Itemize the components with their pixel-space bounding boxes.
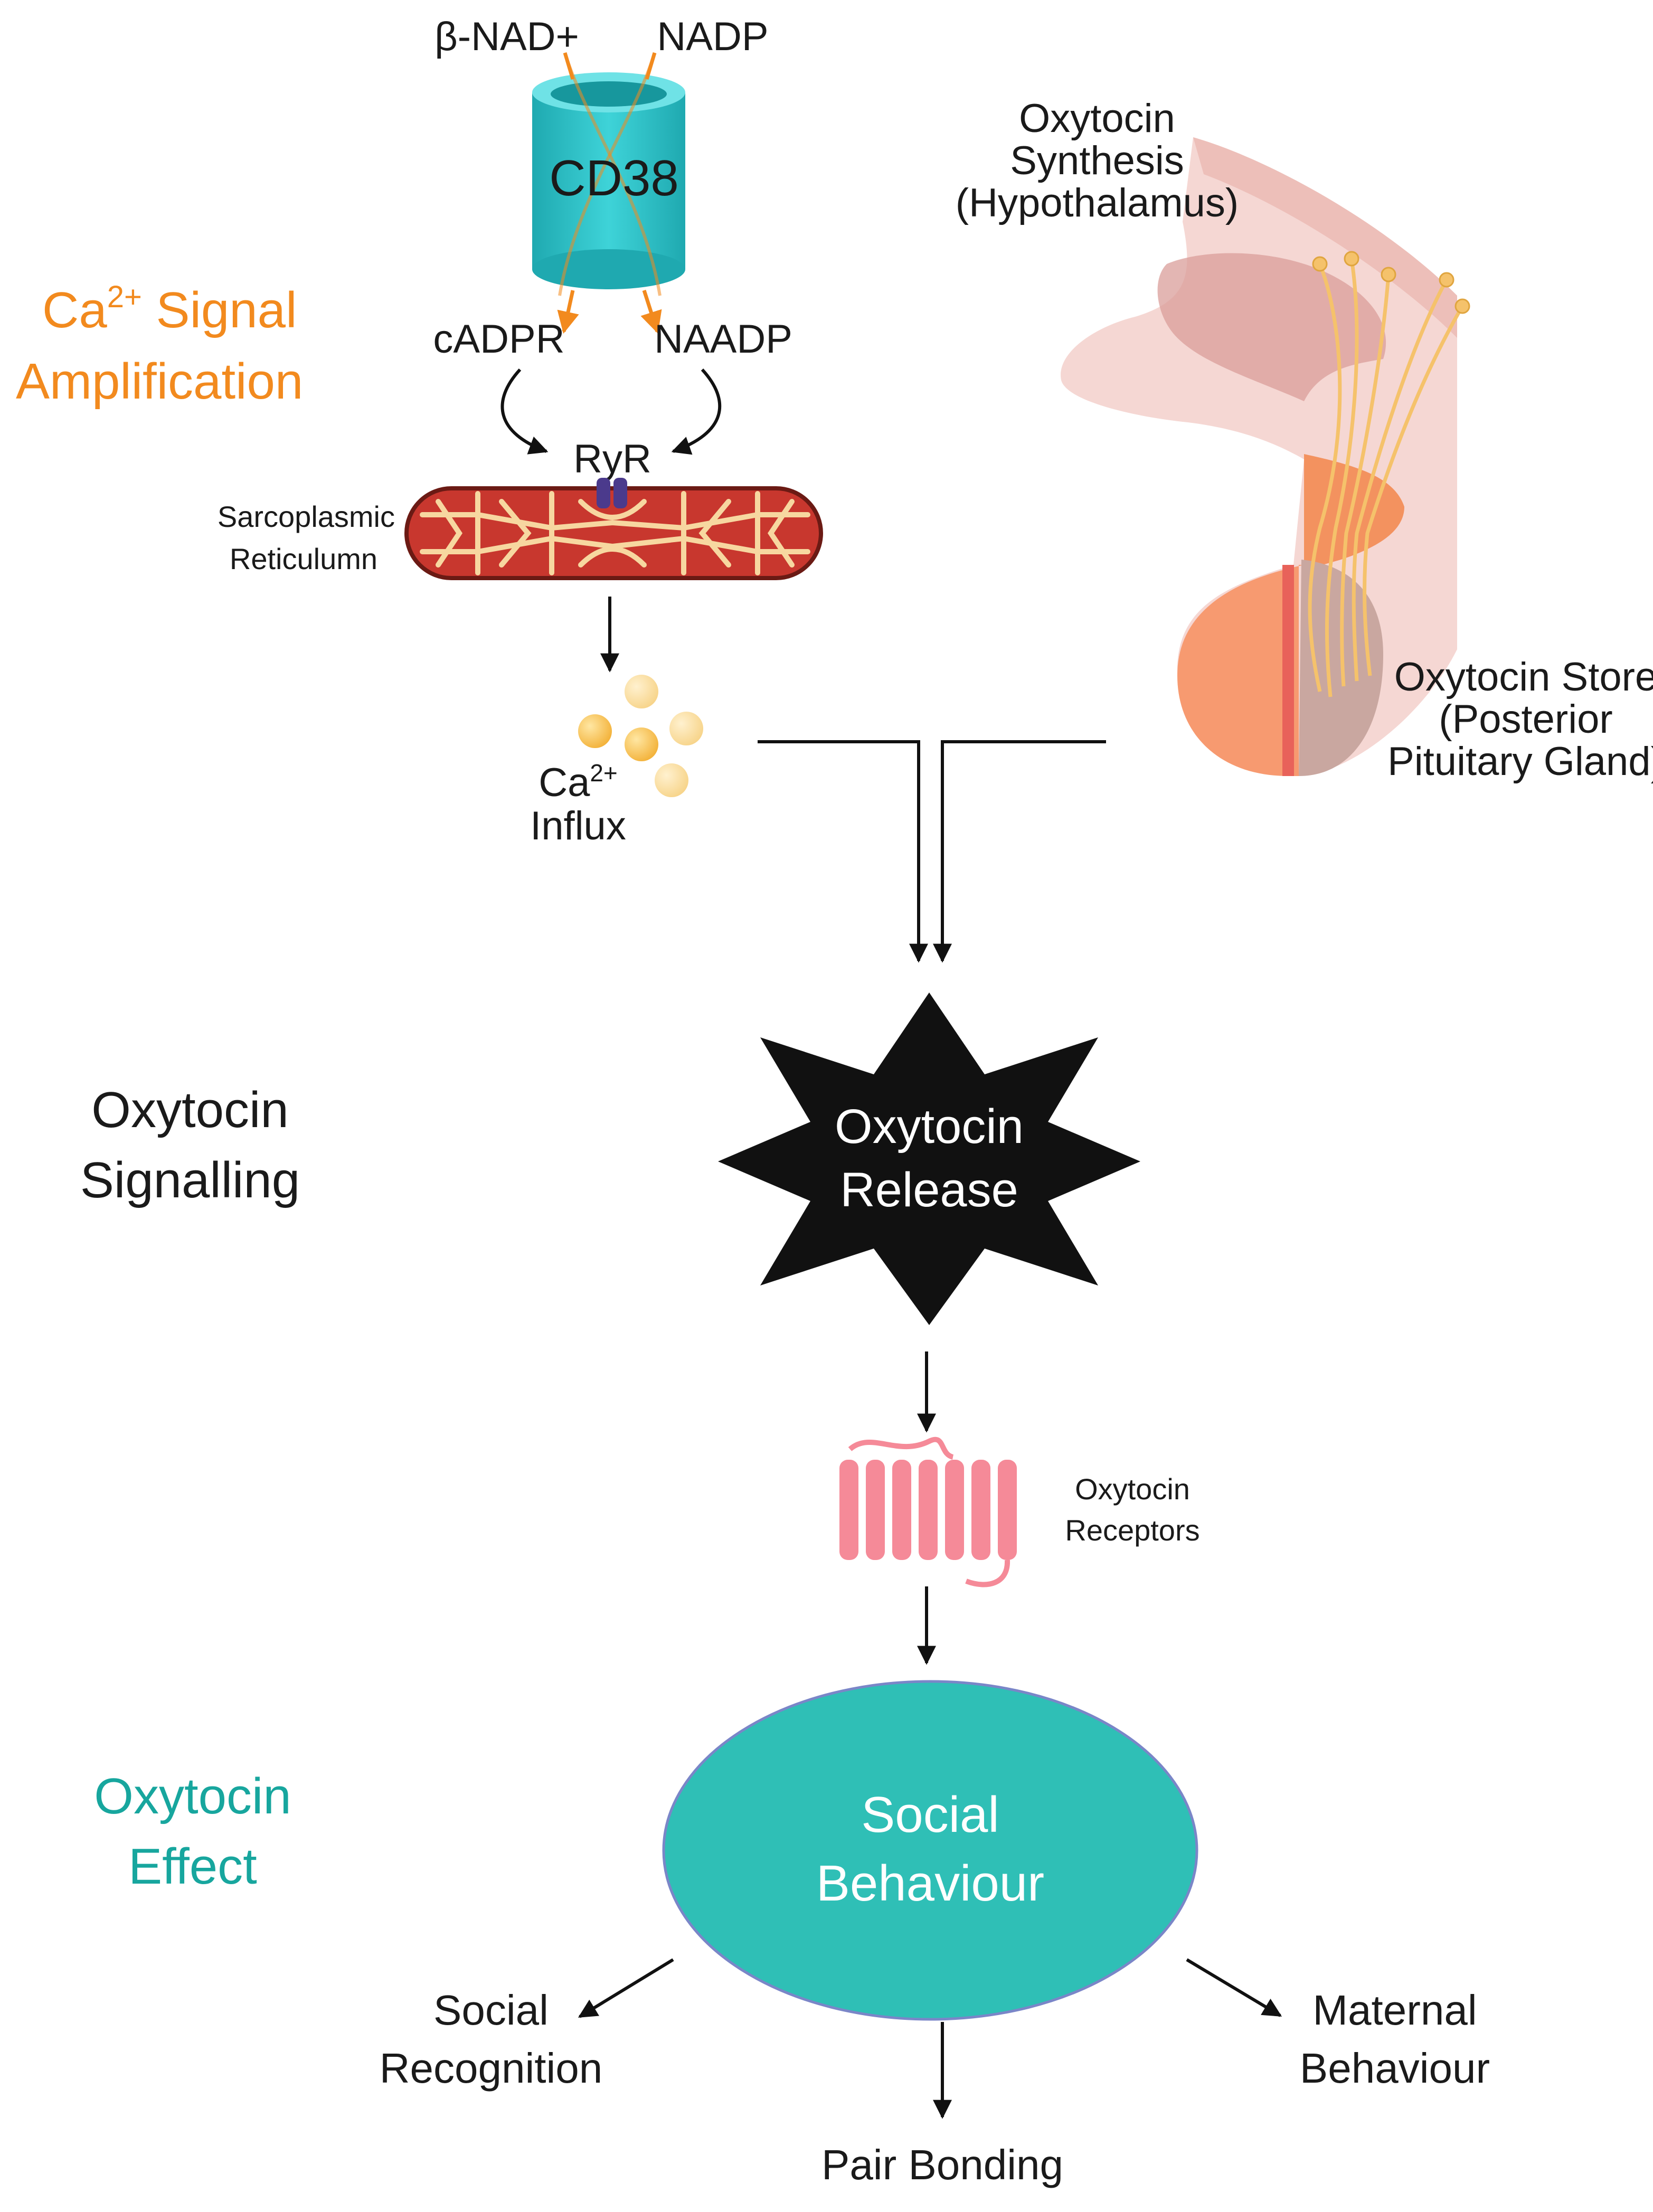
release-line1: Oxytocin <box>835 1100 1024 1154</box>
behaviour-ellipse <box>662 1680 1198 2021</box>
output-arrow-right <box>640 289 662 334</box>
arrow-to-social-recognition <box>578 1958 674 2018</box>
hypothalamus-pituitary-icon <box>1061 137 1470 776</box>
neuron-cell-bodies <box>1312 251 1470 314</box>
receptors-line1: Oxytocin <box>1075 1472 1190 1506</box>
outcome-maternal-behaviour: Maternal Behaviour <box>1300 1987 1490 2092</box>
behaviour-line2: Behaviour <box>816 1855 1044 1912</box>
arrow-to-maternal-behaviour <box>1186 1958 1282 2017</box>
social-behaviour-node: Social Behaviour <box>662 1680 1198 2021</box>
synthesis-line3: (Hypothalamus) <box>956 181 1239 225</box>
calcium-influx-group: Ca2+ Influx <box>530 675 703 848</box>
calcium-to-release-arrow <box>758 740 928 963</box>
synthesis-line1: Oxytocin <box>1019 96 1175 141</box>
anterior-pituitary <box>1177 565 1304 776</box>
synthesis-label: Oxytocin Synthesis (Hypothalamus) <box>956 96 1239 225</box>
naadp-to-ryr-arrow <box>671 368 722 455</box>
oxytocin-release-node: Oxytocin Release <box>718 992 1140 1325</box>
converging-arrows <box>758 740 1106 963</box>
sr-label-line1: Sarcoplasmic <box>218 500 395 533</box>
calcium-label-line1: Ca2+ <box>539 759 618 805</box>
receptors-label: Oxytocin Receptors <box>1065 1472 1199 1547</box>
social-recognition-line2: Recognition <box>380 2045 603 2092</box>
nadp-label: NADP <box>657 14 768 59</box>
calcium-label-line2: Influx <box>530 803 626 848</box>
cylinder-channel-icon <box>532 72 685 289</box>
neuron-axons <box>1308 258 1465 697</box>
social-recognition-line1: Social <box>433 1987 549 2034</box>
effect-line2: Effect <box>128 1838 257 1895</box>
input-arrow-right <box>645 52 657 80</box>
effect-line1: Oxytocin <box>94 1768 291 1825</box>
cadpr-to-ryr-arrow <box>500 368 549 455</box>
input-arrow-left <box>563 52 575 80</box>
store-line2: (Posterior <box>1439 697 1612 742</box>
store-to-release-arrow <box>933 740 1106 963</box>
cd38-group: β-NAD+ NADP CD38 cADPR NAADP <box>433 14 792 455</box>
tissue-fold <box>1193 137 1457 338</box>
amplification-line2: Amplification <box>16 353 303 410</box>
cd38-label: CD38 <box>549 150 678 206</box>
store-line1: Oxytocin Store <box>1394 655 1653 699</box>
naadp-label: NAADP <box>654 317 792 362</box>
outcome-pair-bonding: Pair Bonding <box>821 2141 1063 2188</box>
calcium-spheres-icon <box>578 675 703 797</box>
amplification-line1: Ca2+ Signal <box>42 280 297 338</box>
ryr-label: RyR <box>573 437 651 481</box>
sarcoplasmic-reticulum-group: RyR Sarcoplasmic Reticulumn <box>218 437 823 673</box>
behaviour-line1: Social <box>861 1786 999 1843</box>
maternal-line2: Behaviour <box>1300 2045 1490 2092</box>
flow-line <box>563 52 662 296</box>
store-line3: Pituitary Gland) <box>1387 739 1653 784</box>
amplification-heading: Ca2+ Signal Amplification <box>16 280 303 410</box>
store-label: Oxytocin Store (Posterior Pituitary Glan… <box>1387 655 1653 784</box>
output-arrow-left <box>557 290 579 334</box>
cadpr-label: cADPR <box>433 317 564 362</box>
synthesis-line2: Synthesis <box>1010 138 1184 183</box>
effect-heading: Oxytocin Effect <box>94 1768 291 1895</box>
beta-nad-label: β-NAD+ <box>434 14 579 59</box>
maternal-line1: Maternal <box>1312 1987 1477 2034</box>
sr-label-line2: Reticulumn <box>230 542 377 575</box>
receptors-line2: Receptors <box>1065 1514 1199 1547</box>
sarcoplasmic-reticulum-icon <box>404 486 823 580</box>
gpcr-receptor-icon <box>839 1436 1017 1587</box>
signalling-line2: Signalling <box>80 1152 300 1208</box>
starburst-shape <box>718 992 1140 1325</box>
outcome-social-recognition: Social Recognition <box>380 1987 603 2092</box>
signalling-heading: Oxytocin Signalling <box>80 1082 300 1208</box>
signalling-line1: Oxytocin <box>91 1082 288 1138</box>
flow-line <box>558 52 656 296</box>
ryr-channel-icon <box>597 478 627 508</box>
release-line2: Release <box>840 1163 1018 1217</box>
